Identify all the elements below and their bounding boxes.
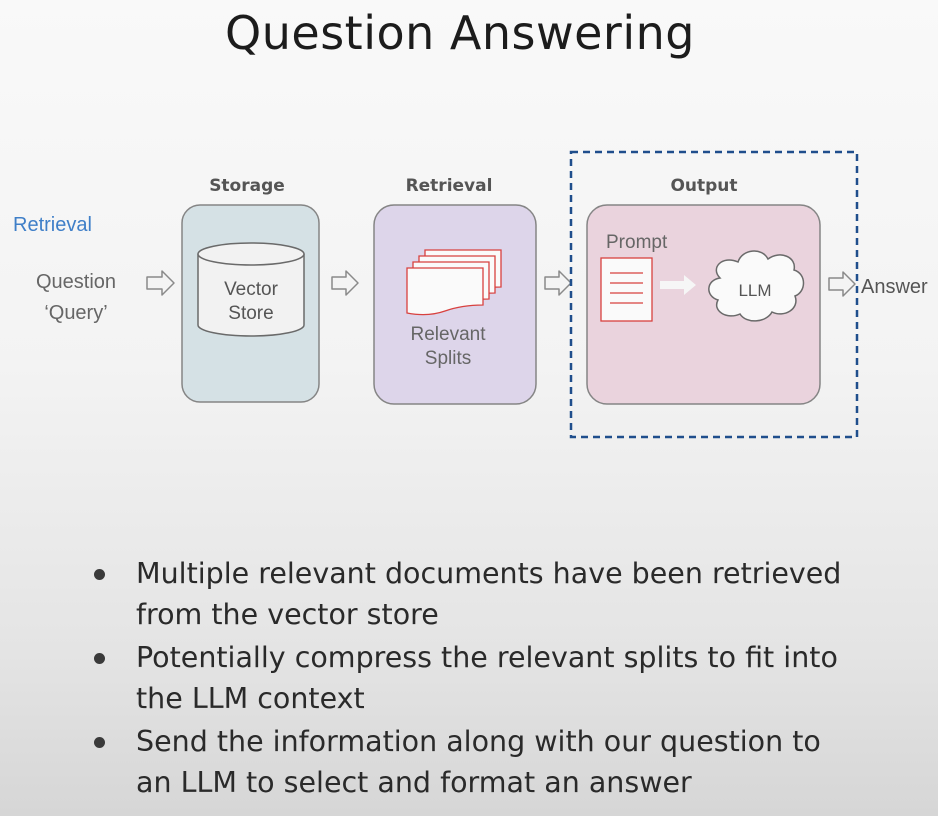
llm-label: LLM <box>738 281 771 300</box>
arrow-icon <box>146 270 175 296</box>
vector-label: Vector <box>224 279 279 300</box>
bullet-item: Potentially compress the relevant splits… <box>90 637 850 719</box>
output-header: Output <box>670 176 737 196</box>
splits-label: Splits <box>425 348 471 369</box>
arrow-icon <box>828 271 856 297</box>
documents-icon <box>406 249 502 316</box>
output-highlight-border <box>569 150 859 439</box>
arrow-icon <box>544 270 572 296</box>
database-icon <box>197 242 305 337</box>
slide-title: Question Answering <box>225 6 695 60</box>
cloud-icon <box>708 250 805 322</box>
prompt-document-icon <box>600 257 653 322</box>
relevant-label: Relevant <box>411 324 487 345</box>
query-label: ‘Query’ <box>44 302 107 324</box>
bullet-item: Multiple relevant documents have been re… <box>90 553 850 635</box>
bullet-item: Send the information along with our ques… <box>90 721 850 803</box>
prompt-to-llm-arrow-icon <box>660 275 696 295</box>
storage-header: Storage <box>209 176 285 196</box>
question-label: Question <box>36 271 116 293</box>
arrow-icon <box>331 270 359 296</box>
store-label: Store <box>228 303 273 324</box>
bullet-list: Multiple relevant documents have been re… <box>90 553 850 805</box>
answer-label: Answer <box>861 276 928 298</box>
retrieval-header: Retrieval <box>406 176 493 196</box>
retrieval-side-label: Retrieval <box>13 214 92 236</box>
prompt-label: Prompt <box>606 232 668 253</box>
